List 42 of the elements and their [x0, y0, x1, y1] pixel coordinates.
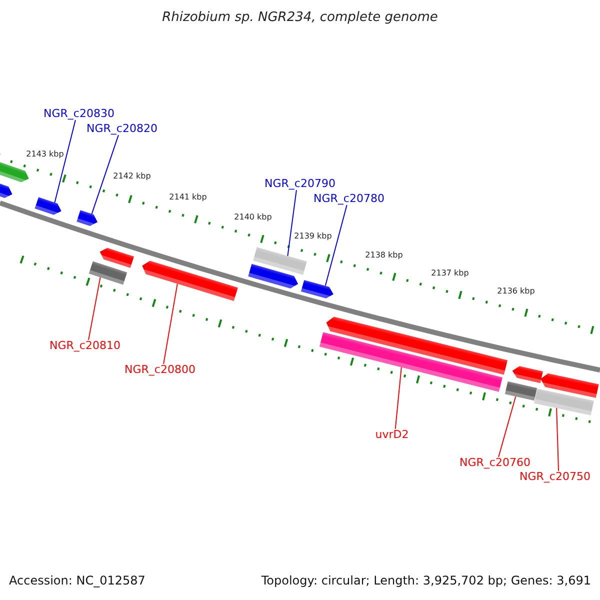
gene-block	[534, 388, 594, 416]
gene-block	[512, 366, 543, 384]
scale-label: 2143 kbp	[26, 150, 64, 160]
gene-block	[253, 247, 307, 275]
leader-line	[287, 190, 297, 256]
gene-label: NGR_c20830	[44, 108, 114, 120]
gene-label: NGR_c20800	[124, 364, 196, 376]
gene-label: NGR_c20780	[314, 192, 384, 206]
scale-label: 2142 kbp	[113, 172, 151, 182]
leader-line	[556, 408, 560, 472]
map-title: Rhizobium sp. NGR234, complete genome	[162, 10, 438, 26]
gene-label: NGR_c20820	[86, 122, 158, 136]
gene-label: uvrD2	[375, 428, 409, 442]
gene-block	[76, 210, 98, 226]
leader-line	[91, 134, 119, 214]
gene-block	[88, 261, 128, 285]
gene-block	[300, 280, 334, 298]
gene-block	[540, 373, 599, 398]
leader-line	[54, 120, 76, 204]
gene-block	[142, 260, 238, 301]
scale-label: 2138 kbp	[365, 252, 403, 260]
footer-text: Topology: circular; Length: 3,925,702 bp; Genes: 3,691	[261, 574, 591, 588]
leader-line	[394, 366, 402, 430]
footer-text: Accession: NC_012587	[9, 574, 146, 588]
scale-label: 2139 kbp	[294, 232, 332, 242]
scale-label: 2141 kbp	[169, 194, 207, 202]
gene-block	[248, 264, 298, 288]
gene-label: NGR_c20810	[50, 340, 120, 352]
gene-block	[319, 332, 503, 392]
gene-block	[504, 381, 538, 401]
scale-label: 2136 kbp	[497, 288, 535, 296]
gene-block	[326, 316, 508, 375]
gene-block	[34, 197, 62, 215]
scale-label: 2140 kbp	[234, 214, 272, 222]
leader-line	[324, 204, 348, 286]
gene-label: NGR_c20760	[460, 456, 530, 470]
scale-label: 2137 kbp	[431, 270, 469, 278]
gene-label: NGR_c20750	[520, 470, 590, 484]
gene-block	[100, 248, 134, 268]
leader-line	[163, 283, 178, 364]
leader-line	[88, 276, 101, 340]
gene-label: NGR_c20790	[264, 178, 336, 190]
